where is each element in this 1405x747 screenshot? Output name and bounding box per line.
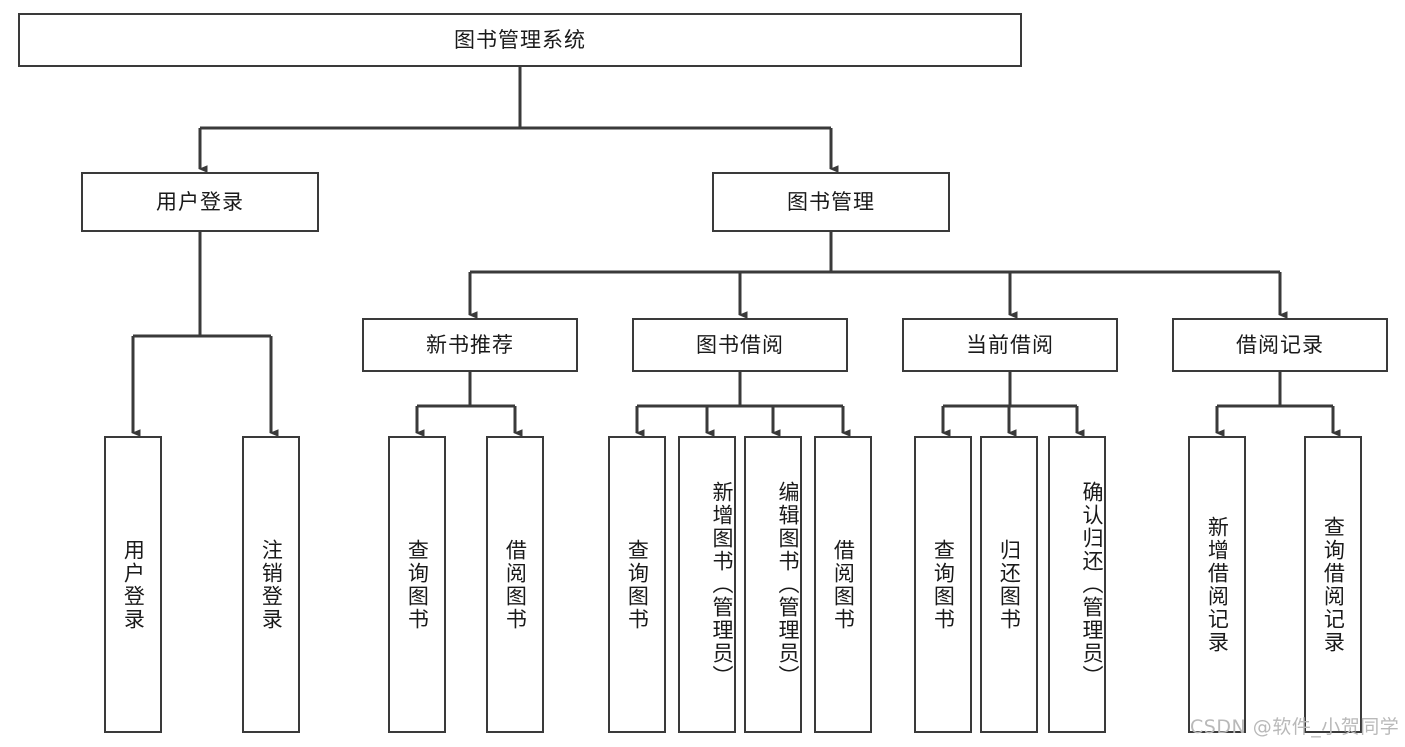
watermark: CSDN @软件_小贺同学 xyxy=(1190,716,1400,738)
node-label: 借阅图书 xyxy=(503,538,528,631)
node-current-borrow[interactable]: 当前借阅 xyxy=(902,318,1118,372)
node-label: 查询图书 xyxy=(625,538,650,631)
node-user-login[interactable]: 用户登录 xyxy=(81,172,319,232)
node-book-borrow[interactable]: 图书借阅 xyxy=(632,318,848,372)
node-label: 编辑图书（管理员） xyxy=(776,481,800,688)
node-leaf-return-book[interactable]: 归还图书 xyxy=(980,436,1038,733)
node-label: 当前借阅 xyxy=(966,332,1054,357)
node-label: 归还图书 xyxy=(997,538,1022,631)
node-leaf-confirm-return-admin[interactable]: 确认归还（管理员） xyxy=(1048,436,1106,733)
node-leaf-edit-book-admin[interactable]: 编辑图书（管理员） xyxy=(744,436,802,733)
node-label: 借阅图书 xyxy=(831,538,856,631)
node-label: 用户登录 xyxy=(156,189,244,214)
node-leaf-query-book-2[interactable]: 查询图书 xyxy=(608,436,666,733)
node-label: 新书推荐 xyxy=(426,332,514,357)
node-leaf-borrow-book-1[interactable]: 借阅图书 xyxy=(486,436,544,733)
node-label: 图书管理 xyxy=(787,189,875,214)
node-leaf-query-book-3[interactable]: 查询图书 xyxy=(914,436,972,733)
node-leaf-user-login[interactable]: 用户登录 xyxy=(104,436,162,733)
node-leaf-query-borrow-record[interactable]: 查询借阅记录 xyxy=(1304,436,1362,733)
node-leaf-borrow-book-2[interactable]: 借阅图书 xyxy=(814,436,872,733)
node-label: 图书借阅 xyxy=(696,332,784,357)
node-leaf-query-book-1[interactable]: 查询图书 xyxy=(388,436,446,733)
node-label: 新增图书（管理员） xyxy=(710,481,734,688)
node-label: 新增借阅记录 xyxy=(1205,515,1230,654)
node-leaf-add-borrow-record[interactable]: 新增借阅记录 xyxy=(1188,436,1246,733)
node-new-book-recommend[interactable]: 新书推荐 xyxy=(362,318,578,372)
node-label: 查询图书 xyxy=(931,538,956,631)
node-label: 用户登录 xyxy=(121,538,146,631)
node-label: 注销登录 xyxy=(259,538,284,631)
node-book-manage[interactable]: 图书管理 xyxy=(712,172,950,232)
node-label: 查询图书 xyxy=(405,538,430,631)
node-leaf-logout-login[interactable]: 注销登录 xyxy=(242,436,300,733)
node-leaf-add-book-admin[interactable]: 新增图书（管理员） xyxy=(678,436,736,733)
node-label: 图书管理系统 xyxy=(454,27,586,52)
node-label: 查询借阅记录 xyxy=(1321,515,1346,654)
node-label: 确认归还（管理员） xyxy=(1080,481,1104,688)
node-borrow-record[interactable]: 借阅记录 xyxy=(1172,318,1388,372)
node-label: 借阅记录 xyxy=(1236,332,1324,357)
node-root[interactable]: 图书管理系统 xyxy=(18,13,1022,67)
